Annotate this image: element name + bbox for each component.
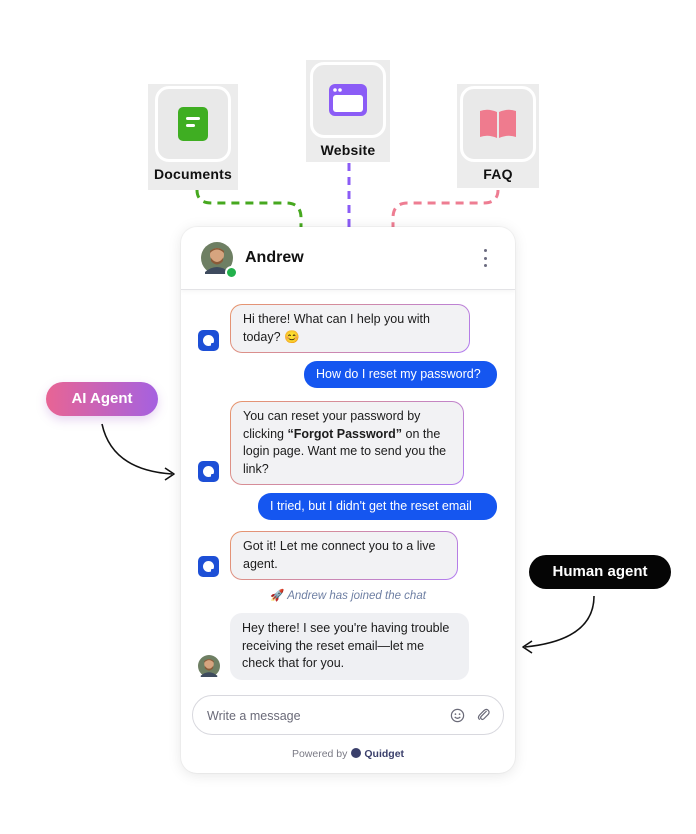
human-agent-arrowhead: [522, 640, 533, 654]
human-message-reply: Hey there! I see you're having trouble r…: [230, 613, 469, 680]
message-text: Hi there! What can I help you with today…: [243, 312, 430, 344]
bot-icon: [198, 556, 219, 577]
quidget-logo-icon: [351, 748, 362, 758]
source-faq: FAQ: [457, 84, 539, 188]
bot-icon: [198, 461, 219, 482]
forgot-password-text: “Forgot Password”: [287, 426, 403, 441]
powered-by-footer: Powered by Quidget: [181, 748, 515, 760]
ai-agent-arrowhead: [164, 467, 175, 481]
ai-agent-arrow: [101, 423, 173, 475]
powered-by-text: Powered by: [291, 748, 348, 760]
agent-name: Andrew: [245, 249, 304, 266]
website-label: Website: [320, 142, 376, 158]
agent-avatar: [201, 242, 233, 274]
joined-text: Andrew has joined the chat: [287, 590, 426, 602]
user-message-reset: How do I reset my password?: [304, 361, 497, 388]
message-text-part: You can reset your password by clicking: [243, 409, 421, 441]
human-agent-label: Human agent: [529, 555, 671, 589]
user-message-no-email: I tried, but I didn't get the reset emai…: [258, 493, 497, 520]
documents-label: Documents: [153, 166, 233, 182]
faq-connector: [391, 189, 500, 227]
message-input[interactable]: [205, 706, 429, 726]
faq-label: FAQ: [483, 166, 513, 182]
message-text: Got it! Let me connect you to a live age…: [243, 539, 436, 571]
human-agent-avatar: [198, 655, 220, 677]
bot-message-reset-instructions: You can reset your password by clicking …: [230, 401, 464, 485]
more-options-icon[interactable]: [481, 249, 489, 267]
message-text: Hey there! I see you're having trouble r…: [242, 621, 450, 670]
website-tile: [310, 62, 386, 138]
open-book-icon: [480, 109, 516, 138]
rocket-icon: 🚀: [270, 590, 285, 602]
chat-header: Andrew: [181, 227, 515, 290]
source-website: Website: [306, 60, 390, 162]
bot-icon: [198, 330, 219, 351]
browser-window-icon: [329, 84, 367, 116]
human-agent-arrow: [524, 595, 595, 648]
bot-message-connect: Got it! Let me connect you to a live age…: [230, 531, 458, 580]
message-text: How do I reset my password?: [316, 367, 481, 381]
bot-message-greeting: Hi there! What can I help you with today…: [230, 304, 470, 353]
ai-agent-label: AI Agent: [46, 382, 158, 416]
brand-name[interactable]: Quidget: [364, 748, 405, 760]
documents-tile: [155, 86, 231, 162]
documents-connector: [195, 189, 303, 227]
source-documents: Documents: [148, 84, 238, 190]
chat-widget: Andrew Hi there! What can I help you wit…: [181, 227, 515, 773]
emoji-icon[interactable]: [450, 708, 465, 723]
message-text: I tried, but I didn't get the reset emai…: [270, 499, 472, 513]
message-composer: [192, 695, 504, 735]
message-text-part: on the login page. Want me to send you t…: [243, 426, 447, 476]
attachment-icon[interactable]: [476, 707, 491, 723]
agent-joined-note: 🚀 Andrew has joined the chat: [181, 588, 515, 602]
document-icon: [178, 107, 208, 141]
faq-tile: [460, 86, 536, 162]
online-status-dot: [225, 266, 238, 279]
